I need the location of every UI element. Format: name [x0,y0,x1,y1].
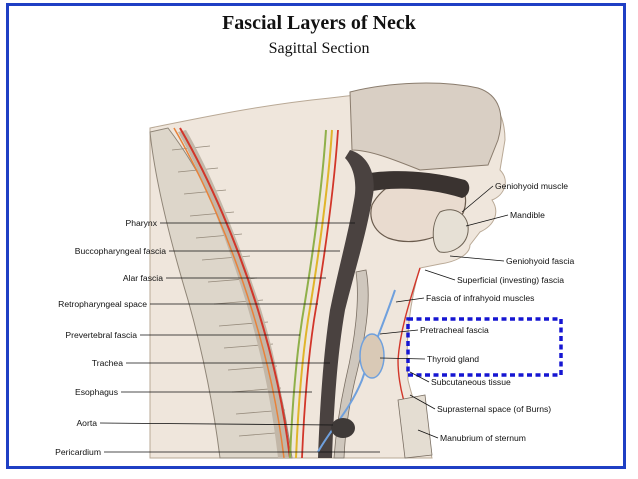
leader-geniohyoid-fascia [449,255,505,262]
label-pericardium: Pericardium [55,447,101,457]
red-fascia-anterior [301,129,339,459]
leader-fascia-of-infrahyoid-muscles [395,297,425,303]
aorta-shape [331,418,355,438]
leader-superficial-investing-fascia [424,269,456,281]
leader-manubrium-of-sternum [417,429,439,439]
label-mandible: Mandible [510,210,545,220]
diagram-subtitle: Sagittal Section [268,40,370,57]
yellow-fascia [295,129,333,459]
label-manubrium-of-sternum: Manubrium of sternum [440,433,526,443]
leader-aorta [99,422,334,426]
label-buccopharyngeal-fascia: Buccopharyngeal fascia [75,246,166,256]
pharynx-channel [318,150,374,458]
right-labels: Geniohyoid muscle Mandible Geniohyoid fa… [379,181,575,443]
manubrium-shape [397,394,433,459]
label-pretracheal-fascia: Pretracheal fascia [420,325,489,335]
leader-thyroid-gland [379,357,426,360]
diagram-title: Fascial Layers of Neck [222,12,416,34]
palate [360,171,470,198]
leader-mandible [465,214,509,227]
leader-pretracheal-fascia [379,329,419,335]
label-geniohyoid-fascia: Geniohyoid fascia [506,256,575,266]
left-labels: Pharynx Buccopharyngeal fascia Alar fasc… [55,218,380,457]
green-fascia [289,129,327,459]
label-aorta: Aorta [76,418,97,428]
thyroid-gland-shape [359,333,385,379]
label-esophagus: Esophagus [75,387,118,397]
mandible-shape [432,209,469,253]
leader-suprasternal-space [409,394,436,410]
label-subcutaneous-tissue: Subcutaneous tissue [431,377,511,387]
highlight-box [406,317,563,377]
label-pharynx: Pharynx [125,218,157,228]
label-alar-fascia: Alar fascia [123,273,163,283]
leader-subcutaneous-tissue [409,371,430,383]
red-fascia-posterior [179,127,291,459]
label-superficial-investing-fascia: Superficial (investing) fascia [457,275,564,285]
skull-base [349,82,502,171]
label-retropharyngeal-space: Retropharyngeal space [58,299,147,309]
orange-fascia-posterior [173,127,285,459]
label-geniohyoid-muscle: Geniohyoid muscle [495,181,568,191]
label-suprasternal-space: Suprasternal space (of Burns) [437,404,551,414]
leader-geniohyoid-muscle [461,185,494,213]
label-fascia-of-infrahyoid-muscles: Fascia of infrahyoid muscles [426,293,534,303]
blue-fascia [317,289,396,453]
label-trachea: Trachea [92,358,123,368]
label-prevertebral-fascia: Prevertebral fascia [65,330,137,340]
label-thyroid-gland: Thyroid gland [427,354,479,364]
